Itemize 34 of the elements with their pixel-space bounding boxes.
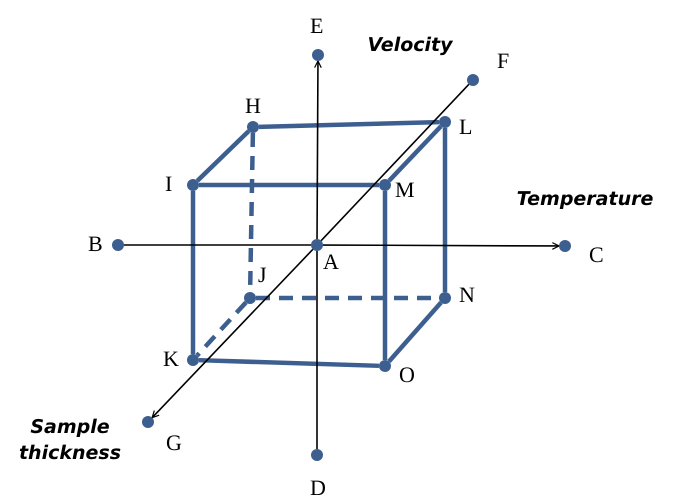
axis-arrow <box>152 248 314 418</box>
point-label: C <box>589 244 604 266</box>
axis-label: Temperature <box>516 187 654 212</box>
point-label: A <box>323 251 339 273</box>
axis-line <box>316 251 318 449</box>
cube-edge <box>387 301 443 363</box>
point-label: L <box>459 116 472 138</box>
axis-arrow <box>314 60 322 239</box>
point-label: F <box>497 50 510 72</box>
point-label: E <box>310 15 324 37</box>
cube-edge <box>190 191 196 354</box>
point-label: J <box>258 264 267 286</box>
cube-edge <box>382 191 388 360</box>
point-label: I <box>165 173 172 195</box>
cube-edge <box>258 120 440 130</box>
axis-label: Velocity <box>366 33 454 58</box>
point-label: O <box>399 364 415 386</box>
point-label: H <box>245 95 261 117</box>
point-label: N <box>459 284 475 306</box>
axis-arrow <box>323 242 560 250</box>
point-label: K <box>163 348 179 370</box>
cube-edge <box>198 358 380 368</box>
point-label: M <box>395 179 415 201</box>
axis-line <box>124 244 311 246</box>
axis-label: Sample thickness <box>18 415 122 466</box>
cube-edge <box>442 128 448 292</box>
point-label: D <box>310 477 326 499</box>
axis-line <box>320 84 470 242</box>
cube-edge <box>196 130 250 182</box>
cube-edge <box>199 182 379 188</box>
hidden-cube-edge <box>195 300 248 358</box>
point-label: B <box>88 233 103 255</box>
point-label: G <box>166 432 182 454</box>
cube-edge <box>388 124 442 182</box>
